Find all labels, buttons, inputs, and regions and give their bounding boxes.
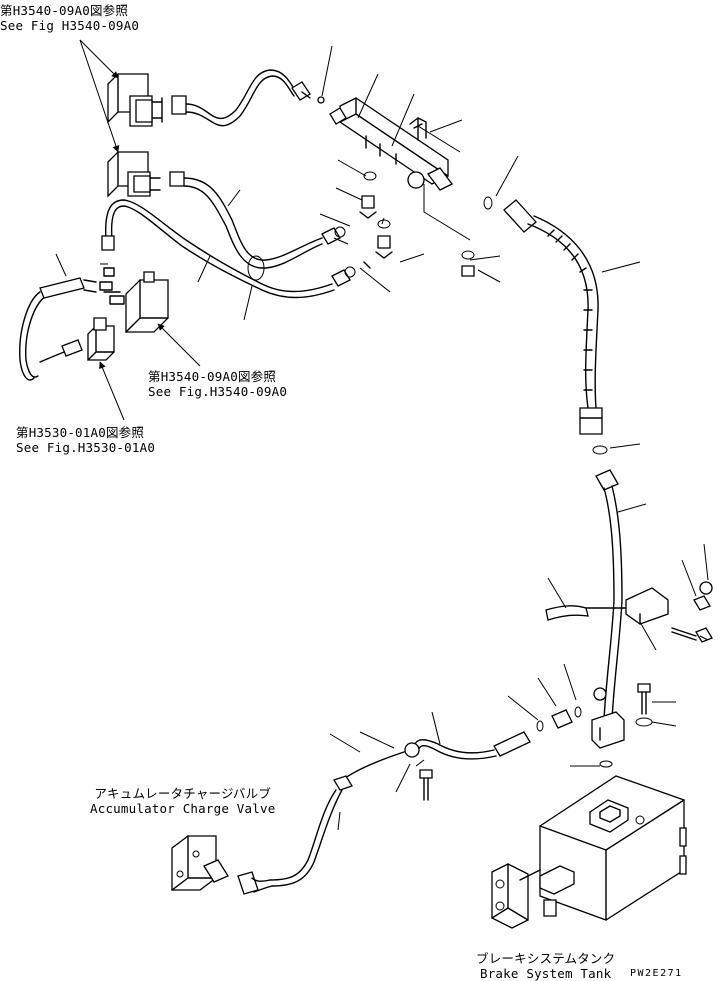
tank-bolts [635, 683, 677, 727]
tube-pair [101, 199, 356, 299]
brake-tank-label: ブレーキシステムタンク Brake System Tank [476, 951, 615, 981]
hose-lower [169, 171, 346, 269]
accumulator-valve-label: アキュムレータチャージバルブ Accumulator Charge Valve [90, 786, 275, 816]
solenoid-valve-upper [107, 73, 163, 127]
ref-label-top-en: See Fig H3540-09A0 [0, 18, 140, 33]
ref-label-top: 第H3540-09A0図参照 See Fig H3540-09A0 [0, 3, 139, 33]
solenoid-valve-lower [107, 151, 161, 198]
main-hose-right [503, 199, 641, 455]
pressure-sensor [39, 317, 115, 363]
small-hose-left [19, 277, 97, 381]
ref-label-lower-jp: 第H3530-01A0図参照 [16, 425, 145, 440]
ref-label-middle: 第H3540-09A0図参照 See Fig.H3540-09A0 [148, 369, 287, 399]
brake-tank-label-en: Brake System Tank [479, 966, 612, 981]
leader-lines-top [55, 45, 519, 321]
ref-label-middle-jp: 第H3540-09A0図参照 [148, 369, 277, 384]
accumulator-charge-valve [171, 835, 229, 891]
brake-tank-label-jp: ブレーキシステムタンク [476, 951, 616, 966]
accumulator-valve-label-jp: アキュムレータチャージバルブ [94, 786, 272, 801]
mounting-bracket [545, 543, 713, 651]
drawing-code: PW2E271 [630, 968, 683, 979]
hose-upper [171, 69, 325, 127]
rigid-tube-vertical [591, 469, 647, 749]
ref-label-top-jp: 第H3540-09A0図参照 [0, 3, 129, 18]
accumulator-valve-label-en: Accumulator Charge Valve [90, 801, 276, 816]
reference-arrows [79, 39, 201, 421]
ref-label-lower-en: See Fig.H3530-01A0 [16, 440, 156, 455]
ref-label-middle-en: See Fig.H3540-09A0 [148, 384, 288, 399]
ref-label-lower: 第H3530-01A0図参照 See Fig.H3530-01A0 [16, 425, 155, 455]
brake-system-tank [491, 775, 687, 929]
check-valve-block [99, 267, 169, 333]
center-fittings [507, 663, 613, 768]
hose-accumulator [237, 711, 531, 895]
manifold-block [329, 97, 493, 277]
